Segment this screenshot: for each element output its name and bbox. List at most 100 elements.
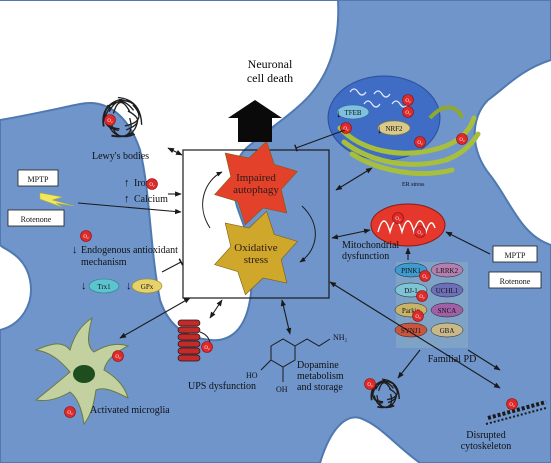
proteasome-ring-1 [177,319,201,327]
proteasome-ring-4 [177,340,201,348]
rotenone-left-box [7,209,65,227]
oh-label-1: HO [246,371,258,380]
ros-antioxidant [80,230,92,242]
impaired-autophagy-text-line-2: autophagy [233,184,279,196]
cycle-arrow-right [299,205,316,263]
mptp-right-text: MPTP [505,251,526,260]
oxidative-stress-star [214,210,298,296]
dopamine-label-line-3: and storage [297,382,343,393]
ros-lewy [104,114,116,126]
nrf2-down-arrow: ↓ [377,124,383,136]
tfeb-badge [336,104,370,120]
antioxidant-inhibition [161,258,184,273]
ros-label: O₂ [115,355,121,360]
er-arrow [335,167,373,191]
microglia-nucleus [73,365,95,383]
dopamine-label-line-2: metabolism [297,371,344,382]
ros-label: O₂ [419,295,425,300]
ros-microglia-1 [64,406,76,418]
mito-arrow [331,228,371,240]
impaired-autophagy-star [214,140,298,226]
cell-death-arrow [228,100,282,142]
cytoskeleton-filament-1 [487,400,547,420]
iron-label: Iron [134,178,151,189]
rotenone-right-box [488,271,542,289]
proteasome-ring-3 [177,333,201,341]
trx-text: Trx1 [97,283,111,291]
dopamine-arrow [280,299,292,335]
ros-label: O₂ [415,315,421,320]
cycle-arrow-left [202,171,223,229]
ros-label: O₂ [83,235,89,240]
ros-label: O₂ [67,411,73,416]
mito-cristae [377,220,436,235]
gpx-text: GPx [141,283,154,291]
gene-label-snca: SNCA [438,307,457,315]
ros-label: O₂ [149,183,155,188]
ros-label: O₂ [204,346,210,351]
gene-label-gba: GBA [440,327,455,335]
rotenone-left-text: Rotenone [21,215,52,224]
oxidative-stress-text-line-2: stress [244,254,268,266]
gene-label-pink1: PINK1 [401,267,421,275]
tfeb-text: TFEB [344,109,361,117]
iron-up-arrow: ↑ [124,177,130,189]
mito-dysfunction-label-line-1: Mitochondrial [342,240,399,251]
ros-label: O₂ [395,217,401,222]
familial-pd-label: Familial PD [428,354,477,365]
activated-microglia-label: Activated microglia [90,405,170,416]
ros-label: O₂ [422,275,428,280]
ros-proteasome [201,341,213,353]
ros-gene-1 [419,270,431,282]
cytoskeleton-label-line-2: cytoskeleton [461,441,512,452]
dna-strand-2 [373,90,391,98]
lewy-arrow [167,147,183,156]
tfeb-down-arrow: ↓ [336,108,342,120]
endoplasmic-reticulum [337,115,481,176]
ros-iron [146,178,158,190]
ros-label: O₂ [509,403,515,408]
gene-badge-lrrk2 [430,262,464,278]
ros-nucleus-4 [414,136,426,148]
ros-label: O₂ [367,383,373,388]
dopamine-chain [294,338,331,347]
cytoskeleton-arrow [329,281,501,389]
gene-label-lrrk2: LRRK2 [436,267,459,275]
mitochondrion [370,203,446,247]
dna-strand-3 [391,100,409,108]
mptp-right-box [492,245,538,263]
antioxidant-label-line-1: Endogenous antioxidant [81,245,178,256]
proteasome-ring-2 [177,326,201,334]
mito-dysfunction-label-line-2: dysfunction [342,251,389,262]
impaired-autophagy-text-line-1: Impaired [236,172,276,184]
ros-label: O₂ [417,141,423,146]
lightning-icon [39,192,75,208]
gpx-badge [131,278,163,294]
nucleus-inhibition [294,129,346,152]
dopamine-hydroxyls [260,359,284,382]
er-stress-label: ER stress [402,182,425,188]
gpx-down-arrow: ↓ [126,280,132,292]
rotenone-right-text: Rotenone [500,277,531,286]
mptp-left-text: MPTP [28,175,49,184]
proteasome-ring-6 [177,354,201,362]
cytoskeleton-label-line-1: Disrupted [466,430,505,441]
dopamine-label-line-1: Dopamine [297,360,339,371]
ups-dysfunction-label: UPS dysfunction [188,381,256,392]
ups-arrow [209,299,223,319]
toxin-arrow-right [445,231,491,255]
ros-mito-1 [392,212,404,224]
oh-label-2: OH [276,385,288,394]
trx-down-arrow: ↓ [81,280,87,292]
gene-label-dj-1: DJ-1 [404,287,418,295]
ros-cytoskeleton [506,398,518,410]
ros-er [456,133,468,145]
microglia-arrow [119,297,191,339]
ros-nucleus-2 [402,106,414,118]
dna-strand-4 [363,100,381,108]
ros-label: O₂ [405,99,411,104]
ros-label: O₂ [343,127,349,132]
gene-label-uchl1: UCHL1 [436,287,459,295]
